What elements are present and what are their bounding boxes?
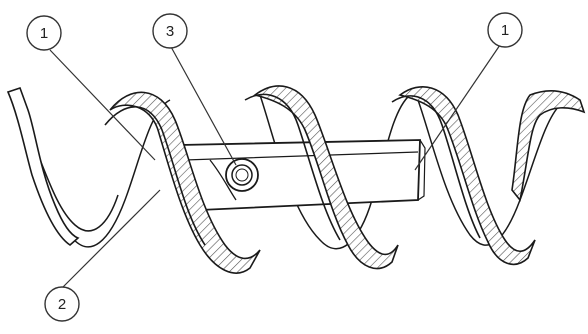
- helix-front-flights: [6, 85, 586, 274]
- shaft: [178, 139, 426, 211]
- callout-1-right: 1: [487, 12, 523, 48]
- svg-text:3: 3: [166, 23, 174, 40]
- svg-text:1: 1: [40, 25, 48, 42]
- callout-1-left: 1: [26, 15, 62, 51]
- callout-2: 2: [44, 286, 80, 322]
- svg-text:2: 2: [58, 296, 66, 313]
- leader-lines: [49, 44, 501, 289]
- pin: [225, 158, 259, 192]
- svg-text:1: 1: [501, 22, 509, 39]
- callout-3: 3: [152, 13, 188, 49]
